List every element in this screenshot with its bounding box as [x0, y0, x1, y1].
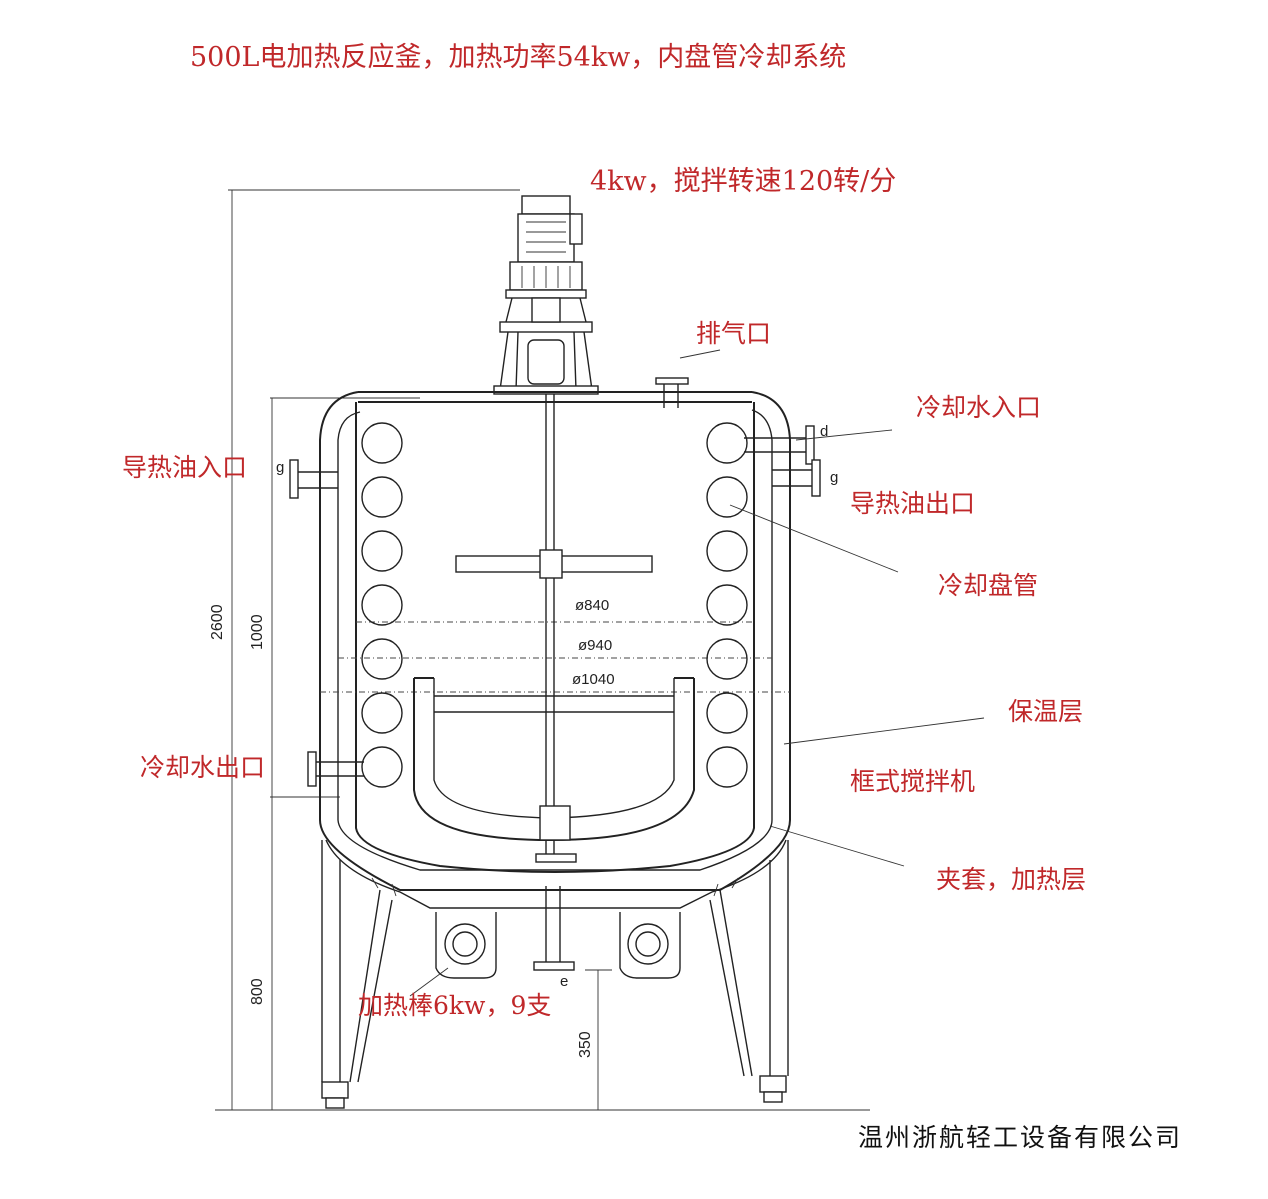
diameter-lines — [320, 621, 790, 693]
dim-2600: 2600 — [209, 604, 226, 640]
dim-1000: 1000 — [249, 614, 266, 650]
label-cooling-coil: 冷却盘管 — [938, 571, 1038, 600]
company-name: 温州浙航轻工设备有限公司 — [858, 1123, 1182, 1152]
dim-d940: ø940 — [578, 637, 612, 654]
motor-spec: 4kw，搅拌转速120转/分 — [590, 166, 896, 197]
leader-lines — [409, 349, 985, 997]
motor — [493, 195, 599, 395]
nozzles — [289, 377, 821, 971]
dim-d1040: ø1040 — [572, 671, 615, 688]
dim-350: 350 — [577, 1031, 594, 1058]
cooling-coil-circles — [361, 422, 748, 788]
dim-d840: ø840 — [575, 597, 609, 614]
nozzle-d: d — [820, 423, 828, 440]
label-jacket: 夹套，加热层 — [936, 865, 1086, 894]
label-vent: 排气口 — [696, 319, 771, 348]
nozzle-g-left: g — [276, 459, 284, 476]
support-legs — [321, 840, 789, 1109]
dimension-lines — [215, 189, 870, 1111]
dim-800: 800 — [249, 978, 266, 1005]
label-cooling-water-out: 冷却水出口 — [140, 753, 265, 782]
label-heater: 加热棒6kw，9支 — [358, 991, 551, 1020]
label-oil-in: 导热油入口 — [122, 453, 247, 482]
vessel — [319, 391, 791, 909]
nozzle-g-right: g — [830, 469, 838, 486]
nozzle-e: e — [560, 973, 568, 990]
label-oil-out: 导热油出口 — [850, 489, 975, 518]
agitator — [413, 394, 695, 863]
label-cooling-water-in: 冷却水入口 — [916, 393, 1041, 422]
label-insulation: 保温层 — [1008, 697, 1083, 726]
heater-housings — [435, 912, 681, 979]
drawing-title: 500L电加热反应釜，加热功率54kw，内盘管冷却系统 — [190, 42, 846, 73]
label-frame-agitator: 框式搅拌机 — [850, 767, 975, 796]
